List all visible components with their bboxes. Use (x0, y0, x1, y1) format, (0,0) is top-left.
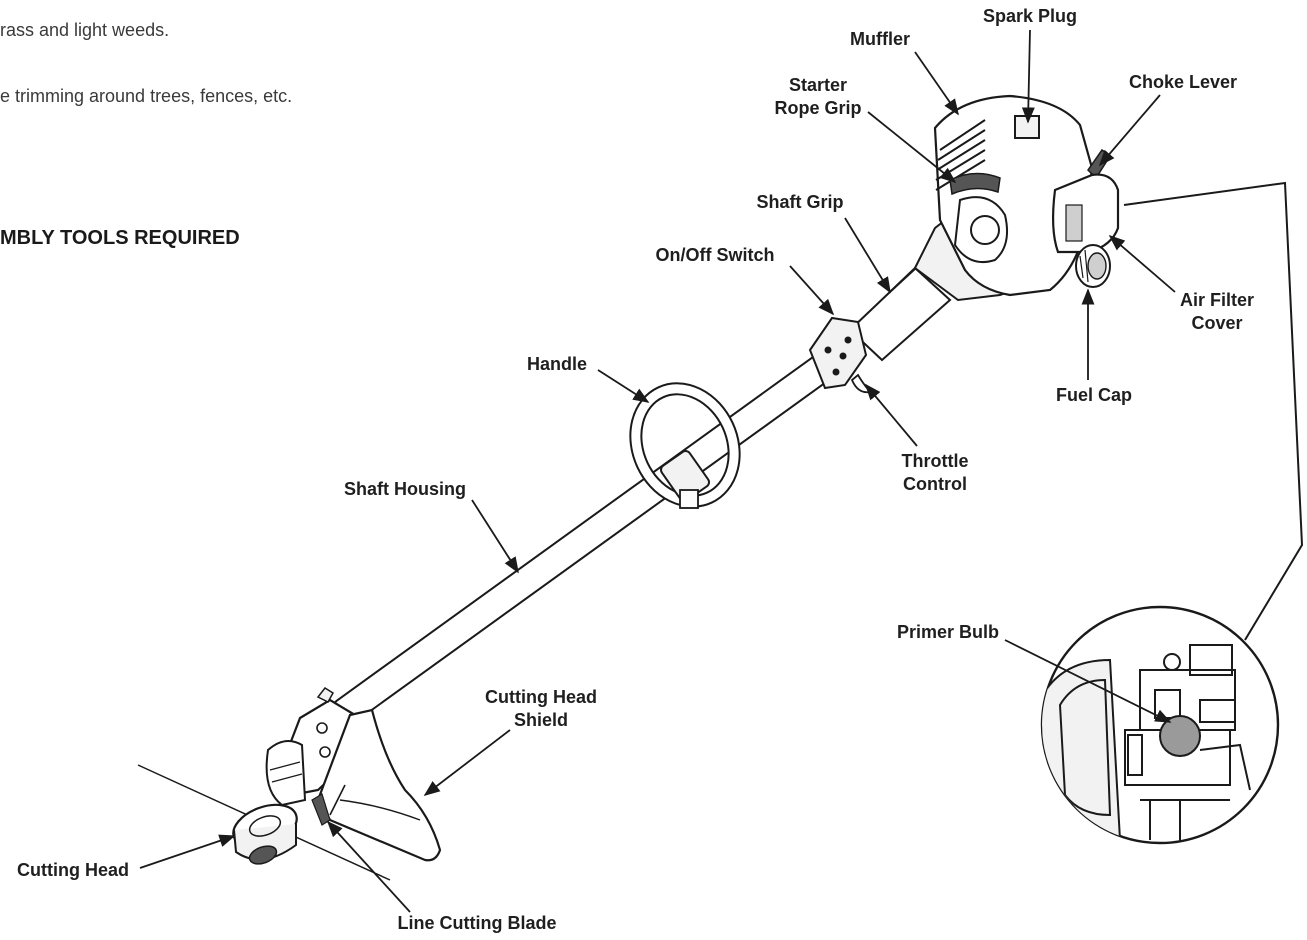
fuel-cap-shape (1075, 244, 1111, 288)
label-shaft-grip: Shaft Grip (756, 192, 843, 212)
cutting-head-assembly (232, 687, 442, 865)
label-shaft-housing: Shaft Housing (344, 479, 466, 499)
switch-housing (808, 316, 868, 390)
starter-rope-grip (949, 172, 1001, 196)
label-on-off-switch: On/Off Switch (656, 245, 775, 265)
label-handle: Handle (527, 354, 587, 374)
label-cutting-head-shield-line-1: Cutting Head (485, 687, 597, 707)
cutting-head-spool (232, 803, 298, 865)
primer-bulb-shape (1159, 715, 1201, 757)
primer-detail-circle (1040, 605, 1280, 845)
label-spark-plug: Spark Plug (983, 6, 1077, 26)
intro-text-line-1: rass and light weeds. (0, 20, 170, 40)
label-starter-rope-grip-line-1: Starter (789, 75, 847, 95)
label-air-filter-cover-line-2: Cover (1191, 313, 1242, 333)
label-cutting-head: Cutting Head (17, 860, 129, 880)
shaft-housing (330, 347, 845, 727)
label-cutting-head-shield-line-2: Shield (514, 710, 568, 730)
label-throttle-control-line-1: Throttle (902, 451, 969, 471)
label-fuel-cap: Fuel Cap (1056, 385, 1132, 405)
throttle-trigger (850, 373, 872, 394)
label-muffler: Muffler (850, 29, 910, 49)
assembly-tools-heading: MBLY TOOLS REQUIRED (0, 227, 240, 249)
cutting-head-shield-shape (316, 708, 442, 862)
label-throttle-control-line-2: Control (903, 474, 967, 494)
spark-plug-boot (1014, 115, 1040, 139)
label-choke-lever: Choke Lever (1129, 72, 1237, 92)
label-starter-rope-grip-line-2: Rope Grip (774, 98, 861, 118)
label-air-filter-cover-line-1: Air Filter (1180, 290, 1254, 310)
engine (913, 94, 1120, 302)
detail-callout-connector (1123, 181, 1304, 641)
intro-text-line-2: e trimming around trees, fences, etc. (0, 86, 293, 106)
loop-handle (629, 382, 741, 509)
leader-lines (139, 29, 1176, 913)
line-cutting-blade-shape (311, 793, 331, 826)
label-primer-bulb: Primer Bulb (897, 622, 999, 642)
label-line-cutting-blade: Line Cutting Blade (398, 913, 557, 933)
air-filter-cover-shape (1051, 173, 1120, 254)
